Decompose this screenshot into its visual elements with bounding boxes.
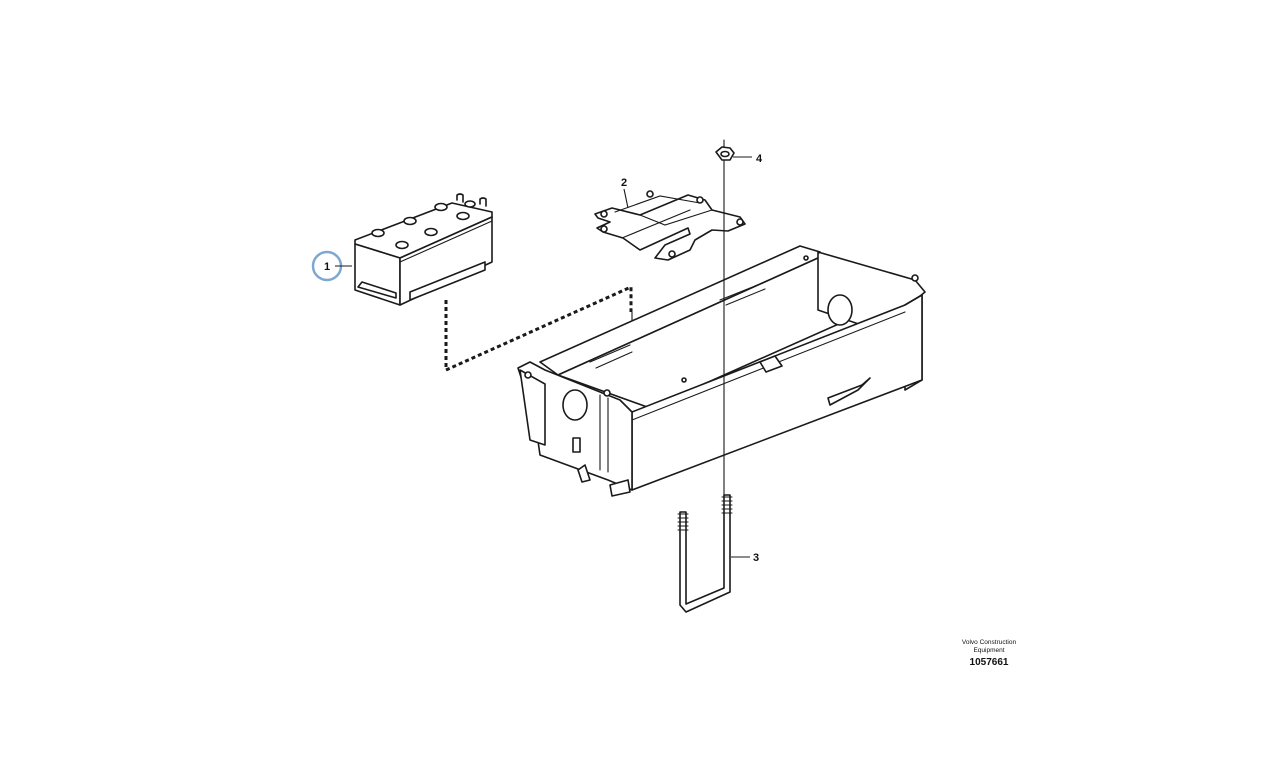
callout-2-leader <box>623 188 629 209</box>
callout-2[interactable]: 2 <box>621 177 629 209</box>
thread-marks <box>677 496 733 531</box>
callout-4[interactable]: 4 <box>733 153 763 165</box>
callout-1[interactable]: 1 <box>311 250 352 282</box>
u-bolt[interactable] <box>677 494 733 613</box>
credit-line-2: Equipment <box>973 647 1005 654</box>
battery-tray[interactable] <box>517 245 926 497</box>
battery[interactable] <box>354 193 493 306</box>
callout-1-label: 1 <box>324 261 330 273</box>
callout-3-label: 3 <box>753 552 759 564</box>
callout-2-label: 2 <box>621 177 627 189</box>
battery-caps <box>371 193 487 250</box>
diagram-number: 1057661 <box>969 657 1009 668</box>
diagram-credit: Volvo Construction Equipment 1057661 <box>945 639 1033 668</box>
callout-3[interactable]: 3 <box>731 552 759 564</box>
hold-down-bracket[interactable] <box>594 190 746 261</box>
callout-4-label: 4 <box>756 153 763 165</box>
credit-line-1: Volvo Construction <box>961 639 1017 646</box>
assembly-path-dashed <box>444 284 633 373</box>
flange-nut[interactable] <box>715 146 735 161</box>
